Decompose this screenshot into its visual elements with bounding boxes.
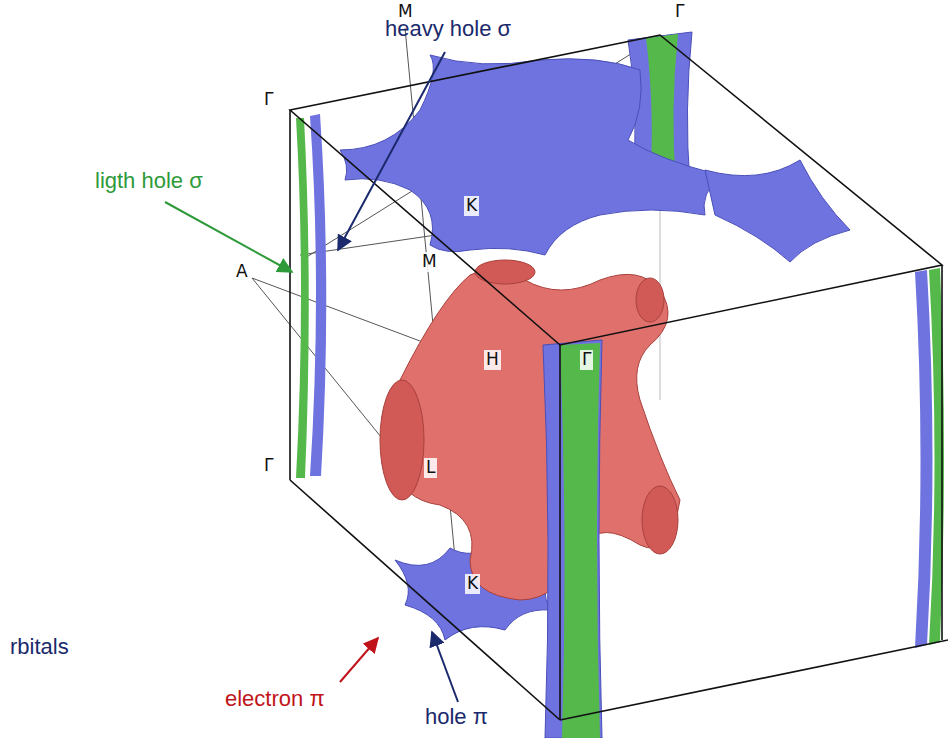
point-label: K	[464, 196, 479, 216]
point-label: Γ	[580, 350, 593, 370]
point-label: M	[396, 2, 415, 22]
point-label: L	[424, 458, 437, 478]
point-label: Γ	[262, 90, 275, 110]
point-label: Γ	[262, 456, 275, 476]
leader-line	[340, 638, 378, 682]
point-label: M	[420, 252, 439, 272]
note-label: rbitals	[10, 634, 69, 659]
point-label: H	[484, 350, 501, 370]
callout-label: ligth hole σ	[95, 168, 203, 193]
callout-label: hole π	[425, 704, 488, 729]
leader-line	[338, 52, 445, 250]
point-label: Γ	[673, 2, 686, 22]
leader-line	[432, 632, 458, 702]
point-label: K	[465, 574, 480, 594]
leader-line	[165, 202, 292, 272]
callout-label: electron π	[225, 686, 325, 711]
point-label: A	[234, 262, 250, 282]
brillouin-zone	[290, 35, 948, 720]
